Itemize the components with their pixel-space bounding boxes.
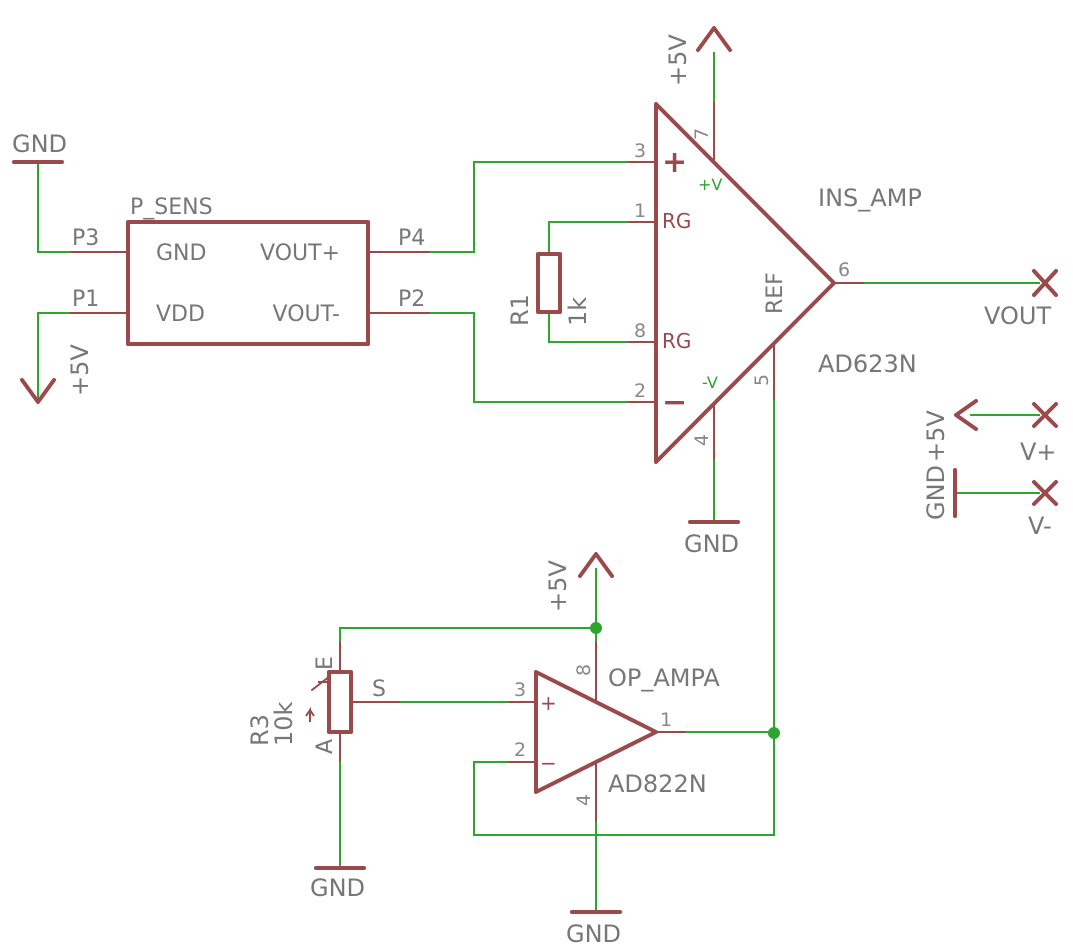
left-arrow-icon	[954, 399, 978, 431]
op-amp-minus-sign: −	[540, 751, 557, 775]
connector-vout: VOUT	[984, 269, 1058, 330]
gnd-op-amp-label: GND	[566, 920, 621, 948]
op-amp-pin-vpos-num: 8	[573, 664, 595, 676]
wire-p1-to-plus5v	[37, 312, 70, 400]
ins-amp-rg-top: RG	[662, 209, 691, 233]
connector-vminus-label: V-	[1028, 512, 1052, 540]
connector-vplus-label: V+	[1020, 438, 1057, 466]
trimmer-name: R3	[246, 714, 274, 746]
junction-plus5v	[590, 622, 602, 634]
op-amp-value: AD822N	[608, 770, 707, 798]
trimmer-value: 10k	[270, 701, 298, 746]
gnd-sensor-label: GND	[12, 130, 67, 158]
trimmer-r3: E A S R3 10k	[246, 642, 400, 762]
sensor-p-sens: P_SENS GND VDD VOUT+ VOUT- P3 P1 P4 P2	[70, 195, 430, 346]
resistor-r1-value: 1k	[564, 297, 592, 326]
ins-amp-value: AD623N	[818, 350, 917, 378]
op-amp-pin-vneg-num: 4	[573, 794, 595, 806]
gnd-ins-amp-label: GND	[684, 530, 739, 558]
ins-amp-pin-rg1-num: 1	[634, 200, 646, 222]
wire-ref-to-opamp-out	[473, 400, 775, 836]
resistor-r1: R1 1k	[506, 252, 592, 326]
ins-amp-name: INS_AMP	[818, 184, 922, 212]
connector-vplus: V+	[1020, 402, 1058, 466]
ins-amp-ref-name: REF	[763, 272, 788, 314]
ins-amp-pin-plus-num: 3	[634, 140, 646, 162]
ins-amp-vpos-name: +V	[698, 175, 722, 194]
op-amp-name: OP_AMPA	[608, 664, 720, 692]
plus5v-sensor-label: +5V	[66, 344, 94, 396]
junction-opamp-out	[768, 727, 780, 739]
gnd-symbol-sensor: GND	[12, 130, 67, 164]
resistor-r1-name: R1	[506, 294, 534, 326]
wire-gnd-to-p3	[37, 162, 70, 253]
cross-icon-stroke	[1032, 402, 1058, 428]
wire-plus5v-rail	[339, 568, 597, 642]
gnd-symbol-trimmer: GND	[310, 866, 366, 902]
sensor-name: P_SENS	[130, 195, 213, 220]
plus5v-symbol-op-amp: +5V	[544, 552, 614, 612]
gnd-connector-label: GND	[922, 465, 950, 520]
cross-icon-stroke	[1032, 269, 1058, 297]
plus5v-symbol-sensor: +5V	[20, 344, 94, 404]
up-arrow-icon	[578, 552, 614, 578]
sensor-pin-p1-label: P1	[72, 287, 99, 312]
plus5v-ins-amp-label: +5V	[664, 34, 692, 86]
ins-amp-pin-minus-num: 2	[634, 380, 646, 402]
plus5v-connector-label: +5V	[922, 410, 950, 462]
sensor-pin-p4-label: P4	[398, 226, 425, 251]
wire-p4-to-plus-input	[430, 161, 628, 253]
gnd-symbol-ins-amp: GND	[684, 520, 740, 558]
connector-vout-label: VOUT	[984, 302, 1051, 330]
instrumentation-amplifier: 3 1 8 2 7 4 5 6 + − RG RG +V -V REF INS_…	[628, 102, 922, 464]
sensor-pin-p2-label: P2	[398, 287, 425, 312]
ins-amp-rg-bottom: RG	[662, 329, 691, 353]
cross-icon-stroke	[1032, 480, 1058, 506]
ins-amp-pin-vpos-num: 7	[691, 128, 713, 140]
trimmer-pin-s-label: S	[372, 677, 386, 702]
trimmer-direction-icon	[305, 706, 315, 722]
gnd-symbol-op-amp: GND	[566, 910, 622, 948]
gnd-symbol-connector: GND	[922, 465, 957, 520]
plus5v-symbol-connector: +5V	[922, 399, 978, 462]
ins-amp-plus-sign: +	[662, 145, 687, 180]
connector-vminus: V-	[1028, 480, 1058, 540]
plus5v-symbol-ins-amp: +5V	[664, 26, 732, 86]
gnd-trimmer-label: GND	[310, 874, 365, 902]
ins-amp-pin-vneg-num: 4	[691, 434, 713, 446]
wire-r1-top-to-rg1	[548, 221, 628, 252]
ins-amp-pin-out-num: 6	[838, 259, 850, 281]
op-amp-pin-plus-num: 3	[514, 679, 526, 701]
wires	[37, 52, 1040, 912]
ins-amp-vneg-name: -V	[702, 373, 718, 392]
trimmer-pin-a-label: A	[313, 739, 338, 754]
op-amp-pin-out-num: 1	[660, 709, 672, 731]
sensor-pin-p3-label: P3	[72, 226, 99, 251]
sensor-pin-voutn-name: VOUT-	[273, 302, 340, 327]
plus5v-op-amp-label: +5V	[544, 560, 572, 612]
op-amp-pin-minus-num: 2	[514, 739, 526, 761]
resistor-r1-body	[536, 252, 562, 314]
sensor-pin-voutp-name: VOUT+	[260, 241, 340, 266]
trimmer-body	[327, 670, 353, 734]
wire-r1-bottom-to-rg8	[548, 313, 628, 343]
sensor-pin-vdd-name: VDD	[156, 302, 205, 327]
up-arrow-icon	[696, 26, 732, 52]
ins-amp-pin-rg8-num: 8	[634, 320, 646, 342]
trimmer-pin-e-label: E	[313, 656, 338, 670]
wire-p2-to-minus-input	[430, 312, 628, 403]
sensor-pin-gnd-name: GND	[156, 241, 206, 266]
op-amp: 3 2 1 8 4 + − OP_AMPA AD822N	[508, 642, 720, 822]
ins-amp-pin-ref-num: 5	[751, 374, 773, 386]
op-amp-plus-sign: +	[540, 691, 557, 715]
ins-amp-body	[654, 102, 836, 464]
down-arrow-icon	[20, 378, 56, 404]
sensor-body	[126, 220, 370, 346]
ins-amp-minus-sign: −	[662, 385, 687, 420]
